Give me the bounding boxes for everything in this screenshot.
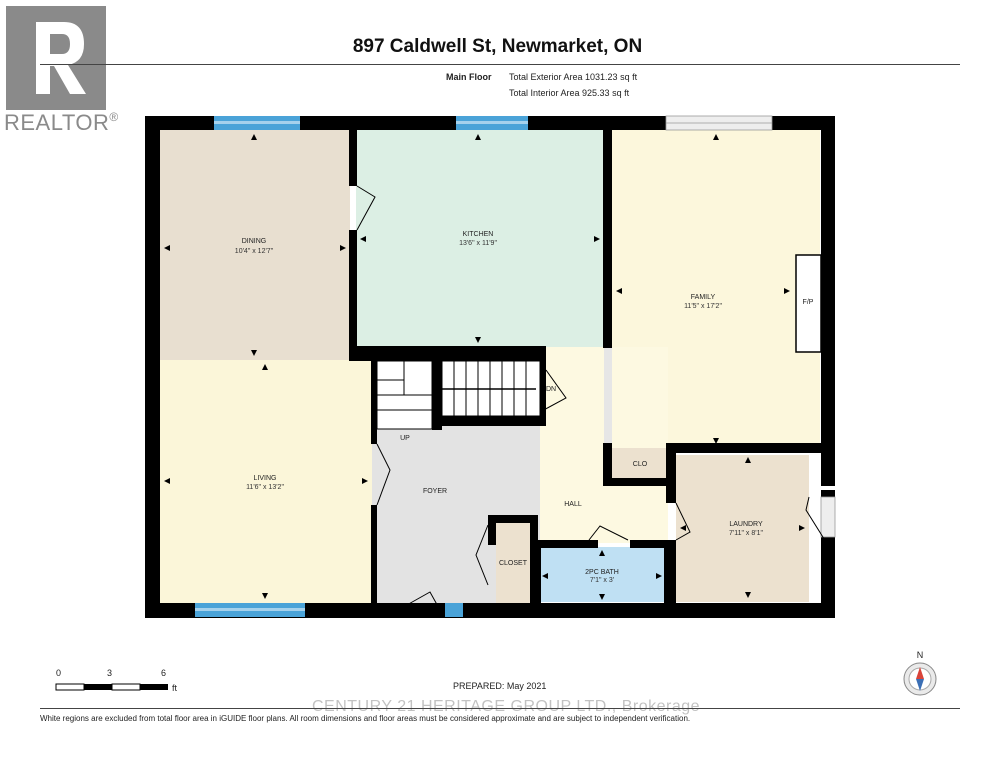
doors xyxy=(356,185,827,611)
clo-label: CLO xyxy=(633,461,648,468)
laundry-dims: 7'11" x 8'1" xyxy=(729,530,763,537)
dining-room[interactable] xyxy=(160,130,350,360)
footer-divider xyxy=(40,708,960,709)
scale-label-3: 3 xyxy=(107,668,113,678)
closet-room[interactable] xyxy=(496,522,533,604)
family-label: FAMILY xyxy=(691,294,716,301)
header-divider xyxy=(40,64,960,65)
bath-dims: 7'1" x 3' xyxy=(590,577,614,584)
scale-label-0: 0 xyxy=(56,668,62,678)
scale-label-6: 6 xyxy=(161,668,167,678)
fireplace-label: F/P xyxy=(803,299,814,306)
scale-bar-graphic xyxy=(55,683,168,691)
disclaimer-text: White regions are excluded from total fl… xyxy=(40,714,691,723)
kitchen-dims: 13'6" x 11'9" xyxy=(459,240,497,247)
family-alcove xyxy=(604,347,612,443)
family-dims: 11'5" x 17'2" xyxy=(684,303,722,310)
stairs-dn-label: DN xyxy=(546,386,556,393)
bath-room[interactable] xyxy=(539,547,665,602)
closet-label: CLOSET xyxy=(499,560,528,567)
scale-unit: ft xyxy=(172,683,178,693)
kitchen-room[interactable] xyxy=(356,130,604,347)
kitchen-label: KITCHEN xyxy=(463,231,494,238)
clo-room[interactable] xyxy=(612,448,666,478)
windows xyxy=(195,115,836,617)
realtor-wordmark: REALTOR® xyxy=(4,110,119,135)
compass-rose-icon xyxy=(903,662,937,696)
laundry-room[interactable] xyxy=(676,455,809,602)
north-compass-icon: N xyxy=(900,650,940,700)
page-title: 897 Caldwell St, Newmarket, ON xyxy=(352,36,643,57)
living-label: LIVING xyxy=(254,475,277,482)
laundry-label: LAUNDRY xyxy=(729,521,763,528)
scale-bar: 0 3 6 ft xyxy=(50,668,190,698)
interior-area: Total Interior Area 925.33 sq ft xyxy=(509,88,630,98)
living-dims: 11'6" x 13'2" xyxy=(246,484,284,491)
bath-label: 2PC BATH xyxy=(585,569,619,576)
compass-north-label: N xyxy=(916,650,924,660)
stairs xyxy=(376,360,541,430)
dining-label: DINING xyxy=(242,238,267,245)
exterior-area: Total Exterior Area 1031.23 sq ft xyxy=(509,72,638,82)
realtor-logo-icon xyxy=(6,6,106,110)
stairs-up-label: UP xyxy=(400,435,410,442)
living-room[interactable] xyxy=(160,360,372,603)
hall-label: HALL xyxy=(564,501,582,508)
dimension-arrows xyxy=(164,134,805,600)
brokerage-watermark: CENTURY 21 HERITAGE GROUP LTD., Brokerag… xyxy=(312,698,701,715)
foyer-label: FOYER xyxy=(423,488,447,495)
prepared-date: PREPARED: May 2021 xyxy=(453,681,547,691)
floor-label: Main Floor xyxy=(446,72,492,82)
dining-dims: 10'4" x 12'7" xyxy=(235,248,274,255)
